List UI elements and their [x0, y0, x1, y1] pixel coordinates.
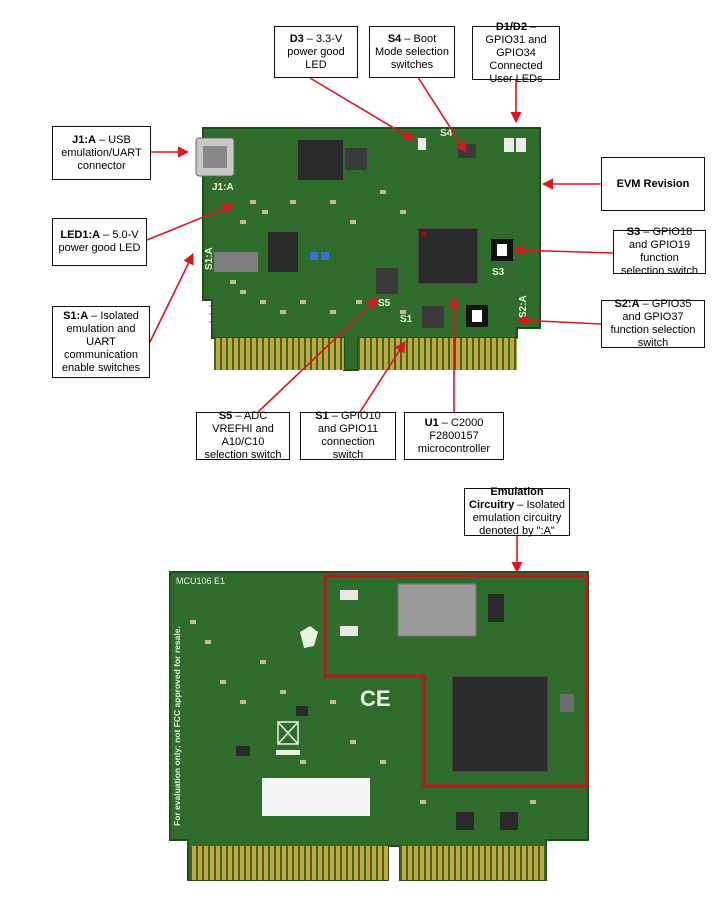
- callout-s4-title: S4: [387, 32, 402, 45]
- callout-s2a: S2:A – GPIO35 and GPIO37 function select…: [601, 298, 705, 349]
- mcu-chip: [417, 227, 479, 285]
- callout-s1a-text: – Isolated emulation and UART communicat…: [61, 309, 141, 374]
- silk-label-s1a: S1:A: [204, 247, 215, 270]
- callout-s5-text: – ADC VREFHI and A10/C10 selection switc…: [204, 410, 282, 461]
- silk-label-s4: S4: [440, 128, 453, 139]
- board-model-label: MCU106 E1: [176, 576, 225, 586]
- silk-label-s3: S3: [492, 267, 505, 278]
- callout-s3-text: – GPIO18 and GPIO19 function selection s…: [620, 226, 699, 277]
- callout-d1d2-text: – GPIO31 and GPIO34 Connected User LEDs: [485, 20, 547, 85]
- callout-u1-text: – C2000 F2800157 microcontroller: [417, 416, 491, 455]
- callout-s4-text: – Boot Mode selection switches: [375, 32, 449, 71]
- emulation-mcu: [451, 675, 549, 773]
- emulation-region-outline: [323, 574, 589, 788]
- callout-s2a-title: S2:A: [614, 298, 640, 310]
- callout-j1a: J1:A – USB emulation/UART connector: [52, 126, 151, 180]
- callout-arrows: [146, 67, 614, 574]
- callout-led1a-title: LED1:A: [60, 229, 101, 241]
- callout-s1-text: – GPIO10 and GPIO11 connection switch: [317, 410, 381, 461]
- callout-s1: S1 – GPIO10 and GPIO11 connection switch: [300, 410, 396, 461]
- callout-s4: S4 – Boot Mode selection switches: [369, 26, 455, 78]
- callout-u1: U1 – C2000 F2800157 microcontroller: [404, 412, 504, 460]
- callout-u1-title: U1: [424, 416, 439, 429]
- callout-evm-title: EVM Revision: [616, 177, 690, 190]
- callout-s1-title: S1: [315, 410, 329, 422]
- ce-mark: CE: [360, 686, 391, 711]
- callout-evm-revision: EVM Revision: [601, 157, 705, 211]
- silk-label-s2a: S2:A: [518, 295, 529, 318]
- callout-s5-title: S5: [218, 410, 233, 422]
- callout-s1a: S1:A – Isolated emulation and UART commu…: [52, 306, 150, 378]
- callout-s3-title: S3: [626, 226, 641, 238]
- callout-d3-text: – 3.3-V power good LED: [287, 32, 345, 71]
- bottom-edge-connector: [190, 846, 388, 880]
- bottom-board: MCU106 E1 For evaluation only; not FCC a…: [169, 571, 589, 881]
- callout-d3-title: D3: [289, 32, 304, 45]
- callout-d1d2-title: D1/D2: [495, 20, 527, 33]
- silk-label-s1: S1: [400, 314, 413, 325]
- callout-emulation-circuitry: Emulation Circuitry – Isolated emulation…: [464, 486, 570, 537]
- callout-s1a-title: S1:A: [63, 309, 89, 322]
- callout-emu-text: – Isolated emulation circuitry denoted b…: [472, 499, 566, 537]
- callout-led1a-text: – 5.0-V power good LED: [58, 229, 141, 254]
- callout-j1a-text: – USB emulation/UART connector: [61, 133, 142, 172]
- callout-s5: S5 – ADC VREFHI and A10/C10 selection sw…: [196, 410, 290, 461]
- callout-d3: D3 – 3.3-V power good LED: [274, 26, 358, 78]
- callout-d1d2: D1/D2 – GPIO31 and GPIO34 Connected User…: [472, 21, 560, 85]
- callout-j1a-title: J1:A: [72, 133, 96, 146]
- top-edge-connector: [214, 338, 344, 370]
- silk-label-j1a: J1:A: [212, 182, 234, 193]
- top-board: J1:A S1:A S2:A S3 S4 S5 S1: [195, 127, 541, 371]
- callout-s3: S3 – GPIO18 and GPIO19 function selectio…: [613, 226, 706, 277]
- callout-s2a-text: – GPIO35 and GPIO37 function selection s…: [610, 298, 696, 349]
- fcc-disclaimer: For evaluation only; not FCC approved fo…: [172, 626, 182, 826]
- silk-label-s5: S5: [378, 298, 391, 309]
- callout-emu-title: Emulation Circuitry: [469, 486, 544, 511]
- callout-led1a: LED1:A – 5.0-V power good LED: [52, 218, 147, 266]
